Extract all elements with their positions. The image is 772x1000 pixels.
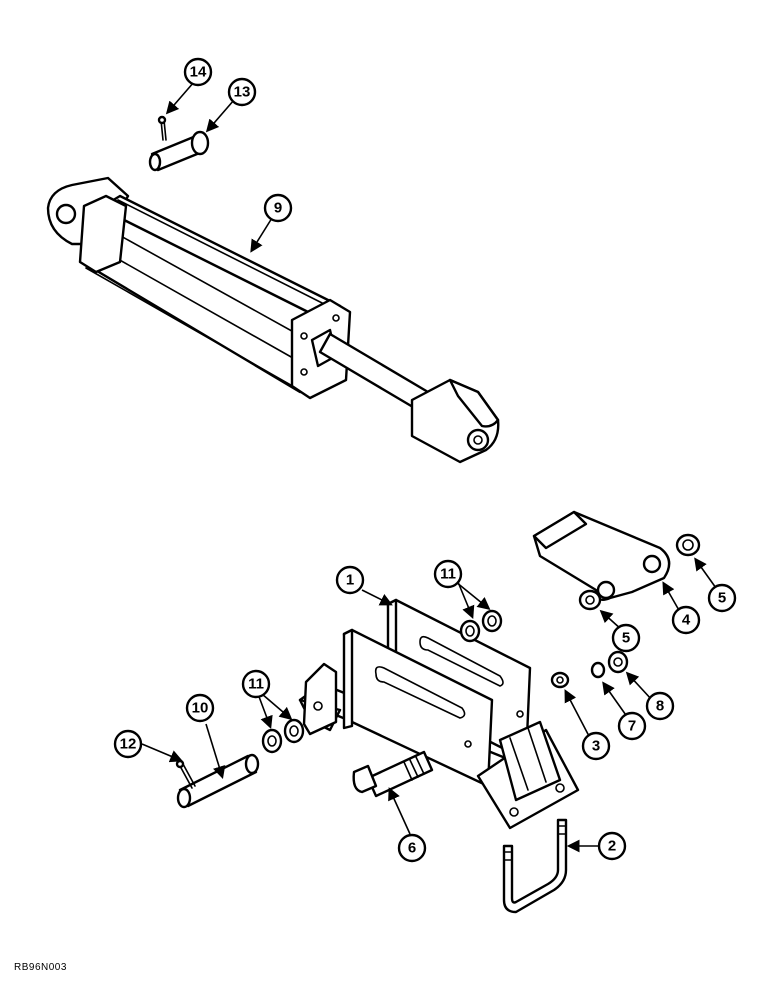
callout-5-lower: 5 xyxy=(611,623,641,653)
clevis-pin-lower xyxy=(176,753,260,809)
svg-text:5: 5 xyxy=(718,590,726,607)
svg-text:13: 13 xyxy=(234,84,251,101)
svg-text:12: 12 xyxy=(120,736,137,753)
svg-text:8: 8 xyxy=(656,698,664,715)
figure-code: RB96N003 xyxy=(14,962,67,973)
callout-5-upper: 5 xyxy=(707,583,737,613)
callout-4: 4 xyxy=(671,605,701,635)
callout-1: 1 xyxy=(335,565,365,595)
callout-7: 7 xyxy=(617,711,647,741)
svg-text:6: 6 xyxy=(408,840,416,857)
hydraulic-cylinder xyxy=(46,176,500,464)
svg-text:7: 7 xyxy=(628,718,636,735)
link-arm xyxy=(532,510,671,601)
svg-text:1: 1 xyxy=(346,572,354,589)
callout-11-lower: 11 xyxy=(241,669,271,699)
svg-text:5: 5 xyxy=(622,630,630,647)
svg-text:11: 11 xyxy=(440,566,456,583)
callout-6: 6 xyxy=(397,833,427,863)
svg-text:14: 14 xyxy=(190,64,207,81)
nut-8 xyxy=(607,650,629,674)
callout-10: 10 xyxy=(185,693,215,723)
bolt-6 xyxy=(352,750,434,798)
callout-3: 3 xyxy=(581,731,611,761)
svg-text:10: 10 xyxy=(192,700,209,717)
u-bolt xyxy=(502,818,568,914)
callout-13: 13 xyxy=(227,77,257,107)
bushing-upper xyxy=(675,533,701,557)
cotter-pin-top xyxy=(157,115,167,141)
washers-upper xyxy=(459,609,503,643)
leader-lines xyxy=(141,81,717,853)
svg-text:9: 9 xyxy=(274,200,282,217)
lock-washer-7 xyxy=(590,661,606,679)
washers-lower xyxy=(261,718,305,754)
svg-text:3: 3 xyxy=(592,738,600,755)
bushing-lower xyxy=(578,589,602,611)
callout-9: 9 xyxy=(263,193,293,223)
callout-12: 12 xyxy=(113,729,143,759)
callout-11-upper: 11 xyxy=(433,559,463,589)
svg-text:11: 11 xyxy=(248,676,264,693)
callout-8: 8 xyxy=(645,691,675,721)
svg-text:2: 2 xyxy=(608,838,616,855)
callout-14: 14 xyxy=(183,57,213,87)
mounting-bracket xyxy=(298,598,580,830)
clevis-pin-top xyxy=(148,130,210,172)
svg-text:4: 4 xyxy=(682,612,691,629)
callout-2: 2 xyxy=(597,831,627,861)
nut-3 xyxy=(550,671,570,689)
